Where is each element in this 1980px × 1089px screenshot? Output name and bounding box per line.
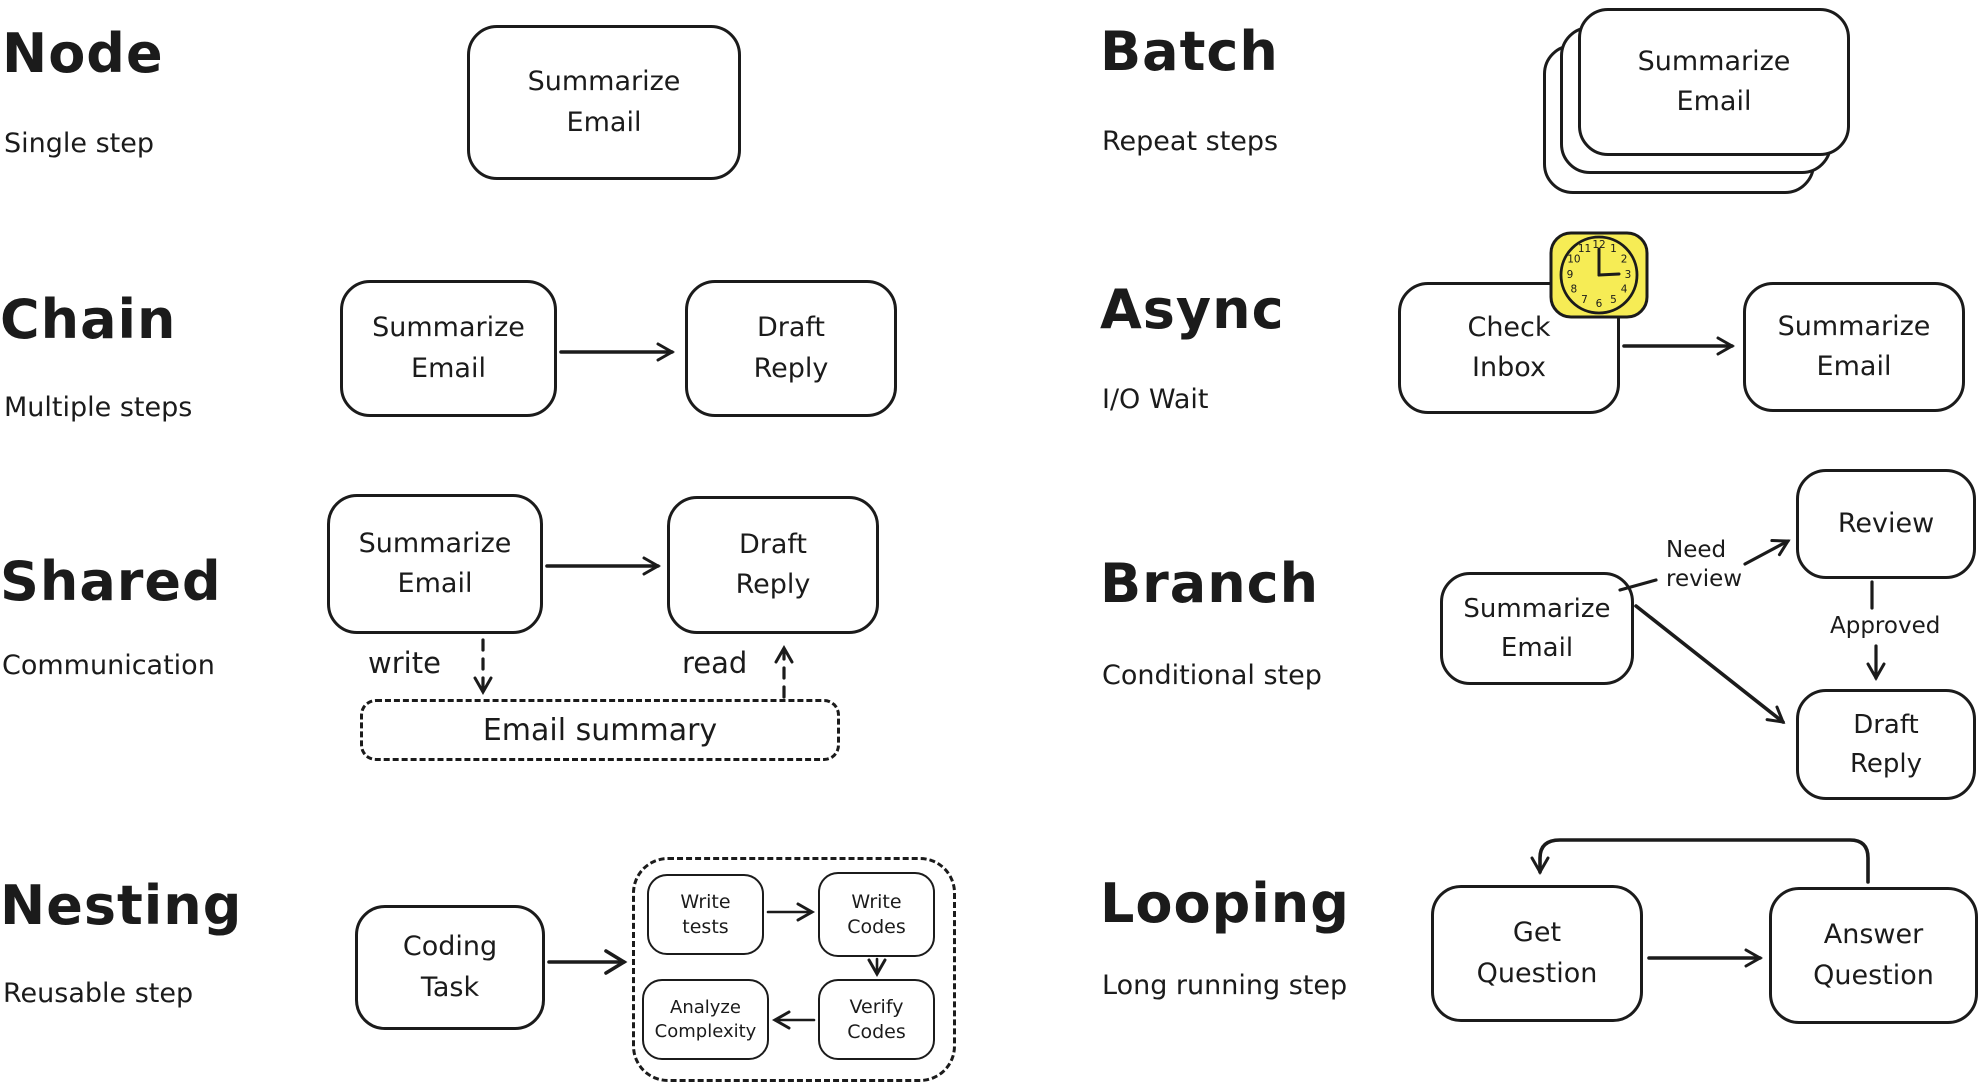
looping-section-subtitle: Long running step — [1102, 970, 1348, 1001]
clock-number: 4 — [1621, 284, 1628, 296]
looping-back-arrow — [1530, 838, 1870, 884]
nesting-verify-codes-box: Verify Codes — [818, 979, 935, 1060]
clock-number: 9 — [1567, 269, 1574, 281]
shared-store-box: Email summary — [360, 699, 840, 761]
looping-section-title: Looping — [1100, 872, 1350, 935]
nesting-section-title: Nesting — [0, 874, 243, 937]
clock-number: 2 — [1621, 254, 1628, 266]
branch-default-arrow — [1634, 604, 1786, 724]
branch-need-review-label: Need review — [1666, 537, 1743, 592]
shared-section-subtitle: Communication — [2, 650, 215, 681]
batch-card-front: Summarize Email — [1578, 8, 1850, 156]
branch-summarize-box: Summarize Email — [1440, 572, 1634, 685]
shared-section-title: Shared — [0, 550, 222, 613]
clock-number: 3 — [1625, 269, 1632, 281]
batch-section-title: Batch — [1100, 20, 1279, 83]
nesting-section-subtitle: Reusable step — [3, 978, 194, 1009]
clock-number: 1 — [1610, 243, 1617, 255]
branch-need-review-arrow — [1743, 539, 1791, 566]
branch-approved-label: Approved — [1830, 613, 1941, 639]
nesting-write-tests-box: Write tests — [647, 874, 764, 955]
chain-step2-box: Draft Reply — [685, 280, 897, 417]
shared-step2-box: Draft Reply — [667, 496, 879, 634]
chain-section-title: Chain — [0, 288, 177, 351]
nesting-subflow-container — [632, 857, 956, 1082]
clock-number: 11 — [1578, 243, 1591, 255]
looping-get-question-box: Get Question — [1431, 885, 1643, 1022]
node-section-title: Node — [2, 22, 164, 85]
shared-step1-box: Summarize Email — [327, 494, 543, 634]
nesting-parent-box: Coding Task — [355, 905, 545, 1030]
branch-draft-reply-box: Draft Reply — [1796, 689, 1976, 800]
async-section-title: Async — [1100, 278, 1285, 341]
branch-section-title: Branch — [1100, 552, 1320, 615]
shared-write-label: write — [368, 646, 441, 680]
node-section-subtitle: Single step — [4, 128, 154, 159]
looping-answer-question-box: Answer Question — [1769, 887, 1978, 1024]
nesting-analyze-complexity-box: Analyze Complexity — [642, 979, 769, 1060]
branch-review-box: Review — [1796, 469, 1976, 579]
batch-section-subtitle: Repeat steps — [1102, 126, 1279, 157]
async-check-inbox-box: Check Inbox — [1398, 282, 1620, 414]
chain-step1-box: Summarize Email — [340, 280, 557, 417]
nesting-write-codes-box: Write Codes — [818, 872, 935, 957]
clock-number: 10 — [1567, 254, 1580, 266]
node-step-box: Summarize Email — [467, 25, 741, 180]
shared-read-label: read — [682, 646, 748, 680]
async-section-subtitle: I/O Wait — [1102, 384, 1209, 415]
branch-section-subtitle: Conditional step — [1102, 660, 1322, 691]
async-summarize-box: Summarize Email — [1743, 282, 1965, 412]
clock-number: 12 — [1592, 239, 1605, 251]
chain-section-subtitle: Multiple steps — [4, 392, 193, 423]
